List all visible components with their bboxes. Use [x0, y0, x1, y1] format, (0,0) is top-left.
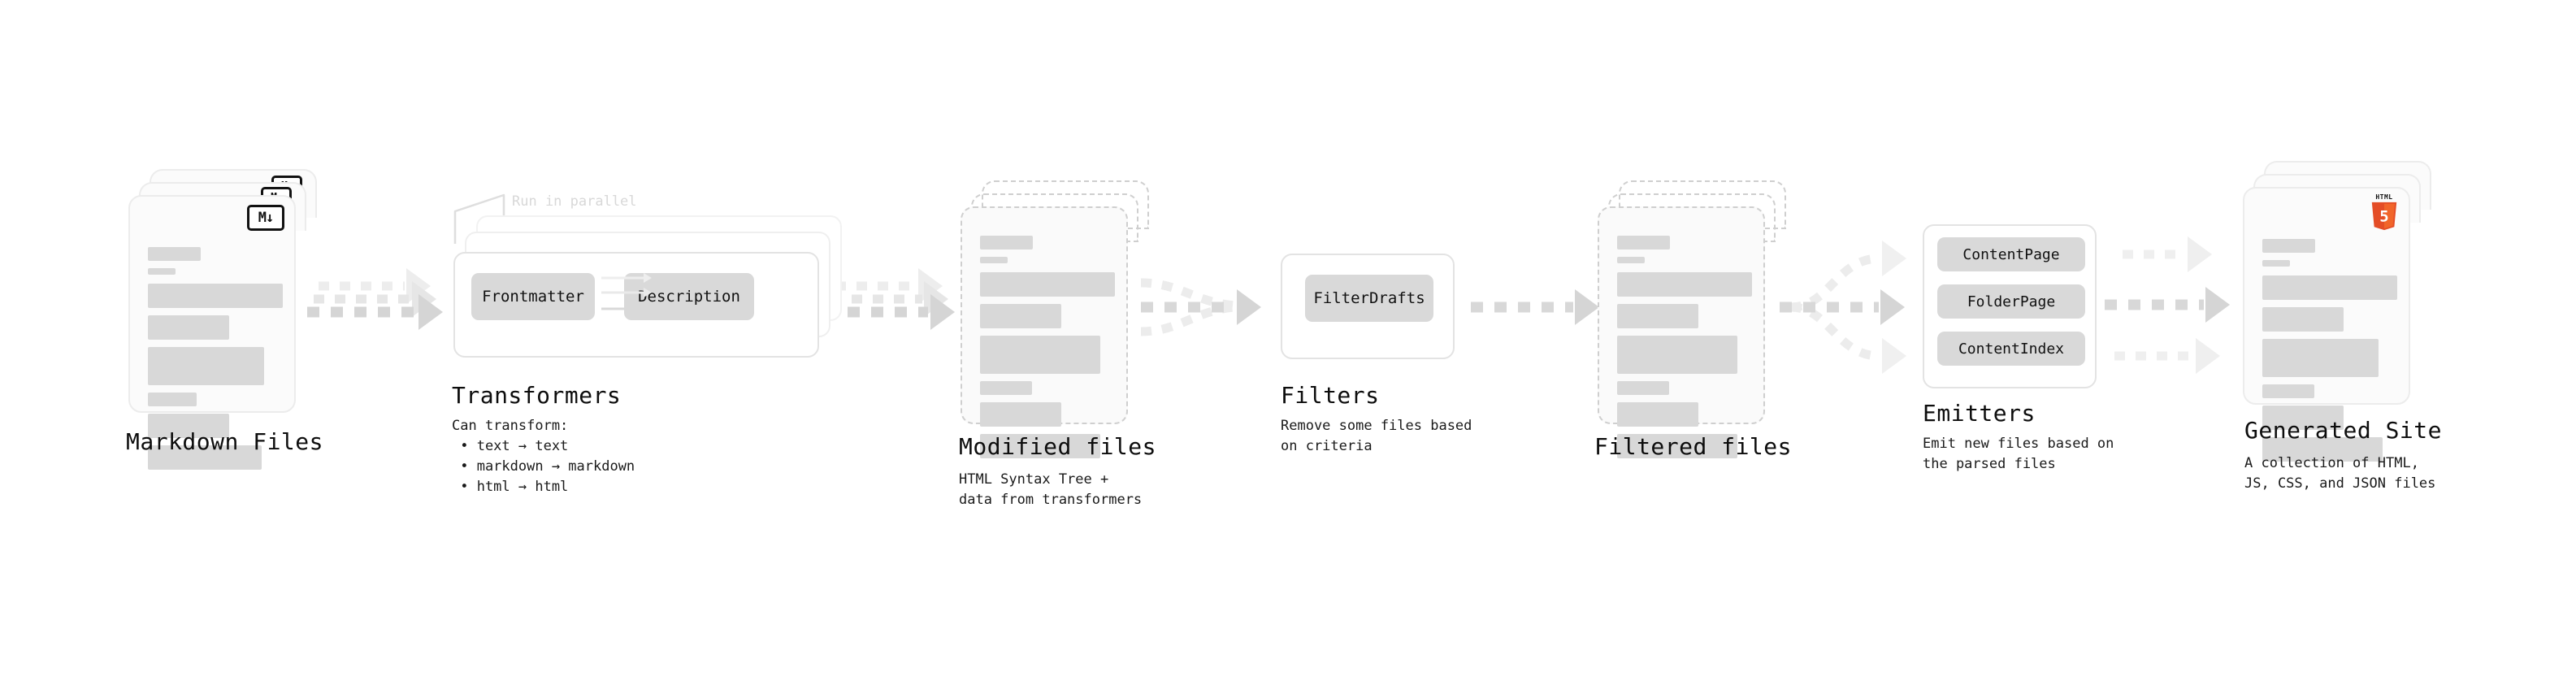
content-bar	[1617, 304, 1698, 328]
arrow-filters-to-filtered	[1471, 289, 1599, 325]
emitter-pill-folderpage[interactable]: FolderPage	[1937, 284, 2085, 319]
file-content-placeholder	[1617, 236, 1752, 466]
file-content-placeholder	[148, 247, 283, 477]
content-bar	[1617, 257, 1645, 263]
transformers-title: Transformers	[452, 382, 622, 409]
content-bar	[148, 347, 264, 385]
content-bar	[148, 247, 201, 261]
emitter-pill-contentpage[interactable]: ContentPage	[1937, 237, 2085, 271]
content-bar	[2262, 239, 2315, 253]
emitter-pill-contentindex[interactable]: ContentIndex	[1937, 332, 2085, 366]
file-content-placeholder	[2262, 239, 2397, 469]
content-bar	[980, 336, 1100, 374]
content-bar	[1617, 272, 1752, 297]
content-bar	[980, 272, 1115, 297]
content-bar	[2262, 275, 2397, 300]
markdown-files-stack: M↓ M↓ M↓	[128, 169, 317, 470]
generated-site-stack: CSS HTML 5	[2243, 161, 2431, 462]
filters-box: FilterDrafts	[1281, 254, 1455, 359]
content-bar	[2262, 339, 2379, 377]
arrow-filtered-to-emitters	[1780, 241, 1906, 374]
emitters-box: ContentPage FolderPage ContentIndex	[1923, 224, 2097, 388]
content-bar	[1617, 381, 1669, 395]
modified-card-front	[961, 206, 1128, 458]
modified-files-title: Modified files	[959, 433, 1157, 460]
content-bar	[980, 381, 1032, 395]
content-bar	[980, 236, 1033, 249]
modified-files-stack	[961, 180, 1149, 458]
filters-title: Filters	[1281, 382, 1380, 409]
arrow-emitters-to-site	[2105, 236, 2230, 374]
emitters-title: Emitters	[1923, 400, 2036, 427]
content-bar	[2262, 384, 2314, 398]
content-bar	[148, 315, 229, 340]
transformers-box: Frontmatter Description	[453, 252, 819, 358]
content-bar	[148, 445, 262, 470]
generated-site-title: Generated Site	[2244, 417, 2443, 444]
filter-pill-filterdrafts[interactable]: FilterDrafts	[1305, 275, 1433, 322]
file-content-placeholder	[980, 236, 1115, 466]
html-file-card: HTML 5	[2243, 187, 2410, 462]
modified-files-subtitle: HTML Syntax Tree + data from transformer…	[959, 471, 1143, 508]
arrow-modified-to-filters	[1140, 278, 1261, 336]
markdown-icon: M↓	[247, 205, 284, 231]
arrow-markdown-to-transformers	[307, 268, 443, 330]
content-bar	[1617, 402, 1698, 427]
markdown-card-front: M↓	[128, 195, 296, 470]
transformer-internal-arrows	[601, 273, 655, 314]
html5-icon: HTML 5	[2368, 193, 2400, 231]
filtered-files-stack	[1598, 180, 1786, 458]
transformer-pill-frontmatter[interactable]: Frontmatter	[471, 273, 595, 320]
filters-subtitle: Remove some files based on criteria	[1281, 418, 1472, 454]
content-bar	[148, 268, 176, 275]
markdown-files-title: Markdown Files	[126, 428, 324, 455]
content-bar	[1617, 336, 1737, 374]
arrow-transformers-to-modified	[824, 268, 955, 330]
run-in-parallel-label: Run in parallel	[512, 193, 637, 210]
content-bar	[1617, 434, 1737, 458]
content-bar	[2262, 260, 2290, 267]
content-bar	[148, 284, 283, 308]
transformers-subtitle: Can transform: • text → text • markdown …	[452, 418, 635, 495]
svg-text:5: 5	[2379, 208, 2388, 226]
content-bar	[2262, 437, 2383, 462]
content-bar	[148, 414, 229, 438]
content-bar	[980, 304, 1061, 328]
content-bar	[148, 393, 197, 406]
filtered-card-front	[1598, 206, 1765, 458]
content-bar	[980, 402, 1061, 427]
content-bar	[2262, 406, 2344, 430]
filtered-files-title: Filtered files	[1594, 433, 1793, 460]
content-bar	[980, 257, 1008, 263]
content-bar	[2262, 307, 2344, 332]
emitters-subtitle: Emit new files based on the parsed files	[1923, 436, 2114, 472]
content-bar	[980, 434, 1100, 458]
generated-site-subtitle: A collection of HTML, JS, CSS, and JSON …	[2244, 455, 2436, 492]
content-bar	[1617, 236, 1670, 249]
